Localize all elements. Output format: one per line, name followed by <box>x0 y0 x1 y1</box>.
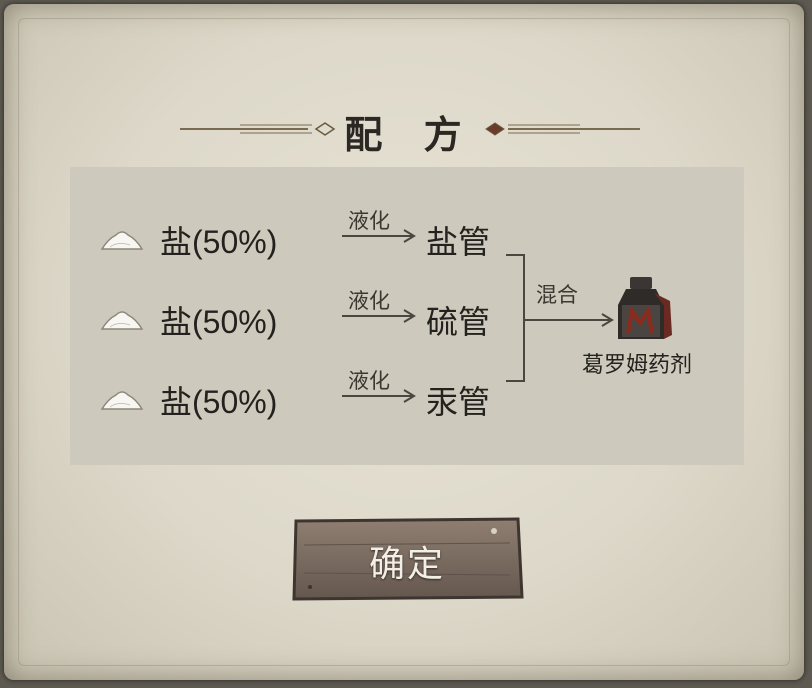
product-label: 汞管 <box>426 383 491 421</box>
result-label: 葛罗姆药剂 <box>582 353 693 378</box>
recipe-panel: 盐(50%) 液化 盐管 盐(50%) 液化 硫管 盐(50%) 液化 汞管 混… <box>70 167 744 465</box>
page-title: 配 方 <box>344 113 476 157</box>
salt-pile-icon <box>100 391 144 410</box>
title-ornament-right <box>485 122 640 136</box>
arrow-right-icon <box>342 229 416 243</box>
ingredient-label: 盐(50%) <box>160 384 278 420</box>
title-bar: 配 方 <box>4 100 812 160</box>
salt-pile-icon <box>100 231 144 250</box>
confirm-button[interactable]: 确定 <box>290 515 524 603</box>
product-label: 盐管 <box>426 223 491 261</box>
process-label: 液化 <box>348 369 390 393</box>
process-label: 液化 <box>348 209 390 233</box>
product-label: 硫管 <box>426 303 491 341</box>
title-ornament-left <box>180 122 336 136</box>
ingredient-label: 盐(50%) <box>160 304 278 340</box>
process-label: 液化 <box>348 289 390 313</box>
combine-bracket <box>506 254 614 382</box>
confirm-button-label: 确定 <box>368 544 445 585</box>
arrow-right-icon <box>342 309 416 323</box>
wood-plank-icon <box>292 517 524 601</box>
salt-pile-icon <box>100 311 144 330</box>
combine-label: 混合 <box>536 283 578 307</box>
potion-bottle-icon <box>618 277 672 339</box>
arrow-right-icon <box>342 389 416 403</box>
ingredient-label: 盐(50%) <box>160 224 278 260</box>
